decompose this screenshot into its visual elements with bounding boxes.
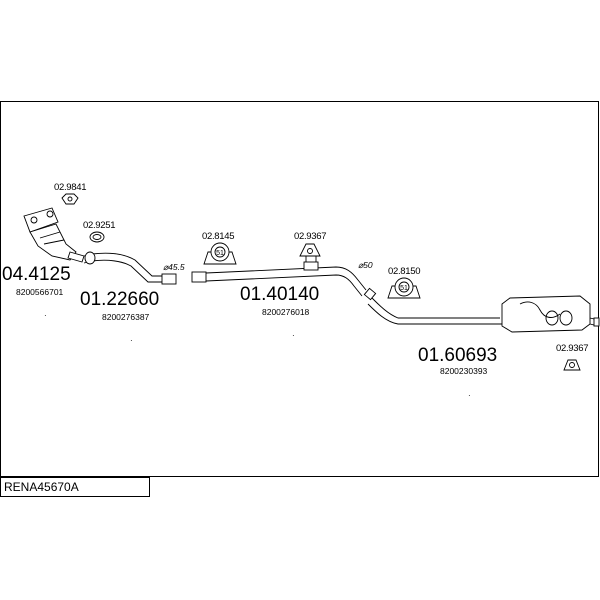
part-number-label: 01.60693 xyxy=(418,345,497,366)
rubber-hanger-label: 02.9367 xyxy=(294,231,326,242)
part-number-label: 01.22660 xyxy=(80,289,159,310)
oe-reference-label: 8200276018 xyxy=(262,307,310,317)
hanger-ring-part: 51 xyxy=(203,242,237,265)
ring-label-2: 51 xyxy=(400,285,408,292)
hanger-ring-label: 02.8145 xyxy=(202,231,234,242)
diameter-label-front: ⌀45.5 xyxy=(163,262,185,272)
oe-reference-label: 8200566701 xyxy=(16,287,64,297)
catalytic-converter xyxy=(23,207,85,263)
leader-dot: · xyxy=(292,331,295,340)
rubber-hanger-part-2 xyxy=(563,359,581,371)
gasket-label: 02.9841 xyxy=(54,182,86,193)
leader-dot: · xyxy=(468,391,471,400)
oe-reference-label: 8200230393 xyxy=(440,366,488,376)
diagram-code-box: RENA45670A xyxy=(0,477,150,497)
leader-dot: · xyxy=(44,311,47,320)
part-number-label: 04.4125 xyxy=(2,264,71,285)
clamp-label: 02.9251 xyxy=(83,220,115,231)
rubber-hanger-label-2: 02.9367 xyxy=(556,343,588,354)
diameter-label-rear: ⌀50 xyxy=(358,260,373,270)
middle-pipe xyxy=(191,256,377,301)
ring-label: 51 xyxy=(216,250,224,257)
part-number-label: 01.40140 xyxy=(240,284,319,305)
drawing-frame xyxy=(0,101,599,477)
hanger-ring-label-2: 02.8150 xyxy=(388,266,420,277)
hanger-ring-part-2: 51 xyxy=(387,277,421,299)
leader-dot: · xyxy=(130,336,133,345)
rear-silencer xyxy=(367,295,600,333)
clamp-part xyxy=(89,231,105,243)
rubber-hanger-part xyxy=(299,243,321,257)
oe-reference-label: 8200276387 xyxy=(102,312,150,322)
diagram-code: RENA45670A xyxy=(4,480,79,494)
front-pipe xyxy=(83,251,177,285)
gasket-part xyxy=(61,193,79,205)
